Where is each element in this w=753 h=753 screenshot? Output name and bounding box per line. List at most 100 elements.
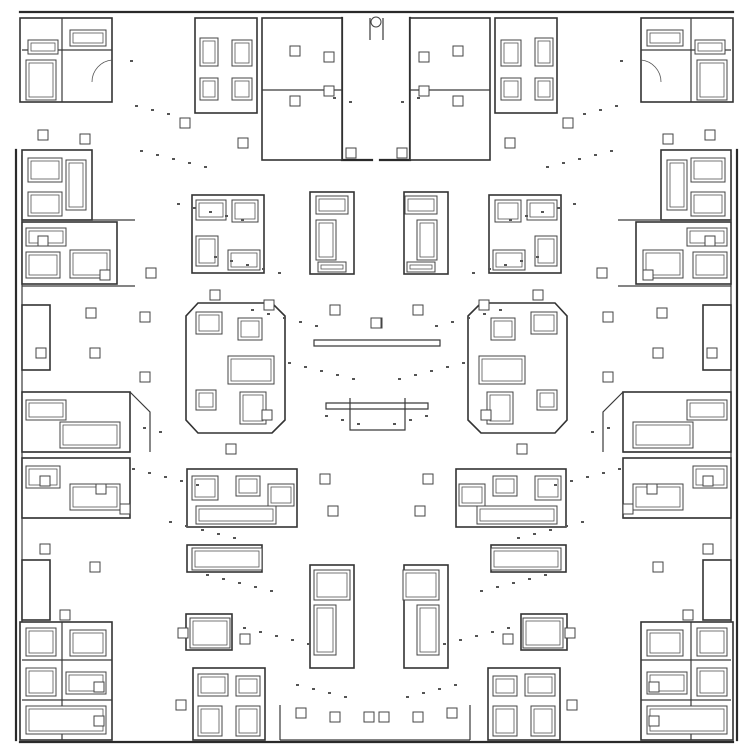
- desk-inset: [192, 620, 228, 646]
- desk: [492, 249, 526, 271]
- desk-inset: [407, 198, 435, 212]
- desk: [191, 547, 263, 571]
- annotation-tick: [315, 325, 318, 327]
- desk: [690, 191, 726, 217]
- annotation-tick: [246, 264, 249, 266]
- desk-inset: [68, 162, 84, 208]
- annotation-tick: [417, 97, 420, 99]
- desk: [195, 505, 277, 525]
- annotation-tick: [565, 525, 568, 527]
- desk: [534, 475, 562, 501]
- desk: [227, 355, 275, 385]
- annotation-tick: [254, 586, 257, 588]
- annotation-tick: [438, 688, 441, 690]
- desk-inset: [198, 202, 224, 218]
- desk-inset: [503, 80, 519, 98]
- desk-inset: [525, 620, 561, 646]
- chair: [89, 347, 101, 359]
- core-dividers: [262, 18, 490, 91]
- chair: [562, 117, 574, 129]
- desk: [313, 569, 351, 601]
- desk-inset: [318, 222, 334, 258]
- annotation-tick: [443, 643, 446, 645]
- desk-inset: [62, 424, 118, 446]
- annotation-tick: [581, 521, 584, 523]
- chair: [99, 269, 111, 281]
- desk-inset: [699, 630, 725, 654]
- annotation-tick: [409, 419, 412, 421]
- chair: [452, 95, 464, 107]
- annotation-tick: [406, 696, 409, 698]
- desk-inset: [198, 238, 216, 264]
- annotation-tick: [341, 419, 344, 421]
- annotation-tick: [615, 105, 618, 107]
- desk: [25, 627, 57, 657]
- desk-inset: [495, 708, 515, 734]
- chair: [446, 707, 458, 719]
- annotation-tick: [177, 203, 180, 205]
- desk: [69, 29, 107, 47]
- annotation-tick: [459, 639, 462, 641]
- chair: [656, 307, 668, 319]
- desk-inset: [419, 222, 435, 258]
- annotation-tick: [570, 480, 573, 482]
- desk-inset: [72, 632, 104, 654]
- annotation-layer: [130, 60, 623, 698]
- desk-inset: [495, 678, 515, 694]
- chair: [239, 633, 251, 645]
- desk: [27, 157, 63, 183]
- desk: [458, 483, 486, 507]
- chair: [79, 133, 91, 145]
- desk-inset: [461, 486, 483, 504]
- desk: [315, 219, 337, 261]
- desk: [632, 483, 684, 511]
- chair: [289, 95, 301, 107]
- annotation-tick: [549, 529, 552, 531]
- chair: [39, 475, 51, 487]
- annotation-tick: [509, 219, 512, 221]
- desk-inset: [238, 478, 258, 494]
- desk-inset: [240, 320, 260, 338]
- desk: [530, 705, 556, 737]
- chair: [225, 443, 237, 455]
- annotation-tick: [217, 533, 220, 535]
- desk-inset: [649, 32, 681, 44]
- annotation-tick: [328, 692, 331, 694]
- desk-inset: [242, 394, 264, 422]
- chair: [532, 289, 544, 301]
- desk: [195, 235, 219, 267]
- center-blocks: [185, 191, 568, 741]
- annotation-tick: [422, 692, 425, 694]
- annotation-tick: [512, 582, 515, 584]
- annotation-tick: [262, 268, 265, 270]
- desk: [231, 39, 253, 67]
- desk: [632, 421, 694, 449]
- desk: [195, 311, 223, 335]
- top-right-door-swing: [640, 59, 662, 83]
- annotation-tick: [435, 325, 438, 327]
- desk-inset: [693, 160, 723, 180]
- chair: [119, 503, 131, 515]
- chair: [478, 299, 490, 311]
- chair: [289, 45, 301, 57]
- desk: [534, 235, 558, 267]
- desk: [235, 675, 261, 697]
- desk: [492, 705, 518, 737]
- desk-inset: [28, 402, 64, 418]
- desk-inset: [28, 254, 58, 276]
- desk: [476, 505, 558, 525]
- desk-inset: [539, 392, 555, 408]
- desk-inset: [479, 508, 555, 522]
- desk: [317, 261, 347, 273]
- desk-inset: [537, 478, 559, 498]
- desk: [237, 317, 263, 341]
- chair: [370, 317, 382, 329]
- annotation-tick: [414, 374, 417, 376]
- desk-inset: [503, 42, 519, 64]
- desk: [686, 399, 728, 421]
- chair: [37, 235, 49, 247]
- chair: [95, 483, 107, 495]
- annotation-tick: [243, 627, 246, 629]
- desk-inset: [419, 607, 437, 653]
